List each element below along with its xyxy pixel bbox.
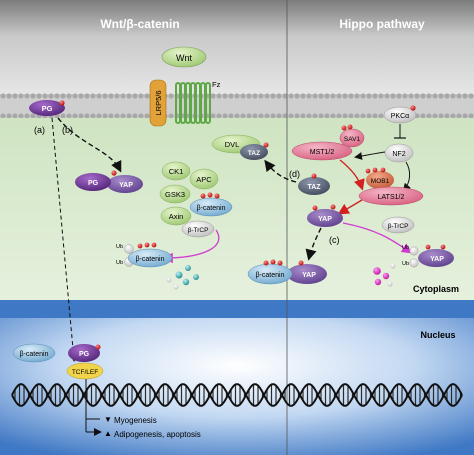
mob-lats-complex: MOB1 LATS1/2 (358, 167, 424, 206)
svg-text:Ub: Ub (116, 244, 123, 250)
beta-catenin-nuclear: β-catenin (12, 343, 56, 363)
svg-text:Ub: Ub (402, 245, 409, 251)
svg-text:β-TrCP: β-TrCP (388, 223, 409, 230)
header-wnt: Wnt/β-catenin (100, 17, 179, 31)
arrow-lats-yap (337, 199, 363, 215)
svg-text:β-TrCP: β-TrCP (188, 227, 209, 234)
svg-text:β-catenin: β-catenin (256, 272, 285, 279)
degradation-fragments-left (166, 265, 199, 290)
destruction-complex: CK1 APC GSK3 Axin β-catenin β-TrCP (159, 161, 233, 238)
plasma-membrane (0, 93, 474, 119)
svg-text:DVL: DVL (225, 140, 240, 149)
svg-text:Wnt: Wnt (176, 53, 193, 63)
svg-text:YAP: YAP (302, 272, 316, 279)
header-hippo: Hippo pathway (339, 17, 425, 31)
pkca-protein: PKCα (383, 105, 417, 124)
svg-text:Axin: Axin (169, 212, 184, 221)
svg-text:TCF/LEF: TCF/LEF (72, 369, 98, 376)
arrow-c (305, 227, 322, 261)
svg-text:LATS1/2: LATS1/2 (378, 194, 405, 201)
svg-text:TAZ: TAZ (307, 184, 321, 191)
svg-text:CK1: CK1 (169, 167, 184, 176)
svg-text:β-catenin: β-catenin (20, 351, 49, 358)
arrow-yap-ubiquitination (342, 222, 413, 254)
taz-protein: TAZ (298, 173, 330, 195)
outcome-adipogenesis: Adipogenesis, apoptosis (114, 430, 201, 439)
arrow-mst-lats (339, 159, 365, 191)
svg-text:LRP5/6: LRP5/6 (154, 90, 163, 115)
marker-c: (c) (329, 235, 340, 245)
arrow-down-glyph: ▼ (104, 415, 112, 424)
tcf-lef: TCF/LEF (66, 362, 104, 380)
svg-text:Ub: Ub (116, 260, 123, 266)
svg-text:MOB1: MOB1 (371, 178, 390, 185)
svg-text:GSK3: GSK3 (165, 190, 185, 199)
lrp-receptor: LRP5/6 (149, 79, 167, 127)
dvl-taz-complex: DVL TAZ (211, 134, 269, 160)
ubiquitinated-yap: Ub Ub YAP (402, 244, 454, 268)
mst-sav-complex: MST1/2 SAV1 (291, 124, 365, 161)
svg-text:APC: APC (196, 175, 212, 184)
degradation-fragments-right (373, 263, 396, 287)
svg-text:MST1/2: MST1/2 (310, 149, 335, 156)
dna-helix (11, 383, 463, 407)
svg-text:β-catenin: β-catenin (197, 205, 226, 212)
arrow-b (57, 117, 122, 173)
frizzled-receptor: Fz (175, 80, 221, 124)
pg-yap-complex: PG YAP (75, 170, 143, 193)
arrow-d (264, 159, 297, 183)
ubiquitinated-beta-catenin: Ub Ub β-catenin (116, 242, 173, 268)
svg-text:PG: PG (42, 104, 53, 113)
outcome-myogenesis: Myogenesis (114, 416, 157, 425)
svg-text:PKCα: PKCα (391, 113, 409, 120)
arrow-a-nuclear (51, 117, 78, 362)
svg-text:Fz: Fz (212, 80, 221, 89)
svg-text:YAP: YAP (430, 256, 444, 263)
svg-text:TAZ: TAZ (248, 150, 260, 157)
nucleus-label: Nucleus (420, 330, 455, 340)
nuclear-envelope (0, 300, 474, 320)
svg-text:NF2: NF2 (392, 151, 405, 158)
svg-text:YAP: YAP (318, 216, 332, 223)
arrow-ubiquitination (162, 229, 220, 264)
pg-nuclear: PG (68, 344, 101, 362)
svg-text:YAP: YAP (119, 182, 133, 189)
wnt-ligand: Wnt (161, 46, 207, 68)
arrow-up-glyph: ▲ (104, 429, 112, 438)
pg-membrane: PG (29, 100, 65, 116)
nf2-protein: NF2 (384, 143, 414, 163)
svg-text:β-catenin: β-catenin (136, 256, 165, 263)
svg-text:PG: PG (88, 180, 99, 187)
svg-text:SAV1: SAV1 (344, 136, 361, 143)
yap-phosphorylated: YAP (307, 204, 343, 227)
marker-b: (b) (62, 125, 73, 135)
beta-catenin-yap-complex: β-catenin YAP (247, 259, 327, 285)
svg-text:PG: PG (79, 351, 90, 358)
marker-d: (d) (289, 169, 300, 179)
cytoplasm-label: Cytoplasm (413, 284, 459, 294)
btrcp-right: β-TrCP (381, 216, 415, 234)
svg-text:Ub: Ub (402, 261, 409, 267)
arrow-nf2-mst (354, 151, 386, 160)
marker-a: (a) (34, 125, 45, 135)
